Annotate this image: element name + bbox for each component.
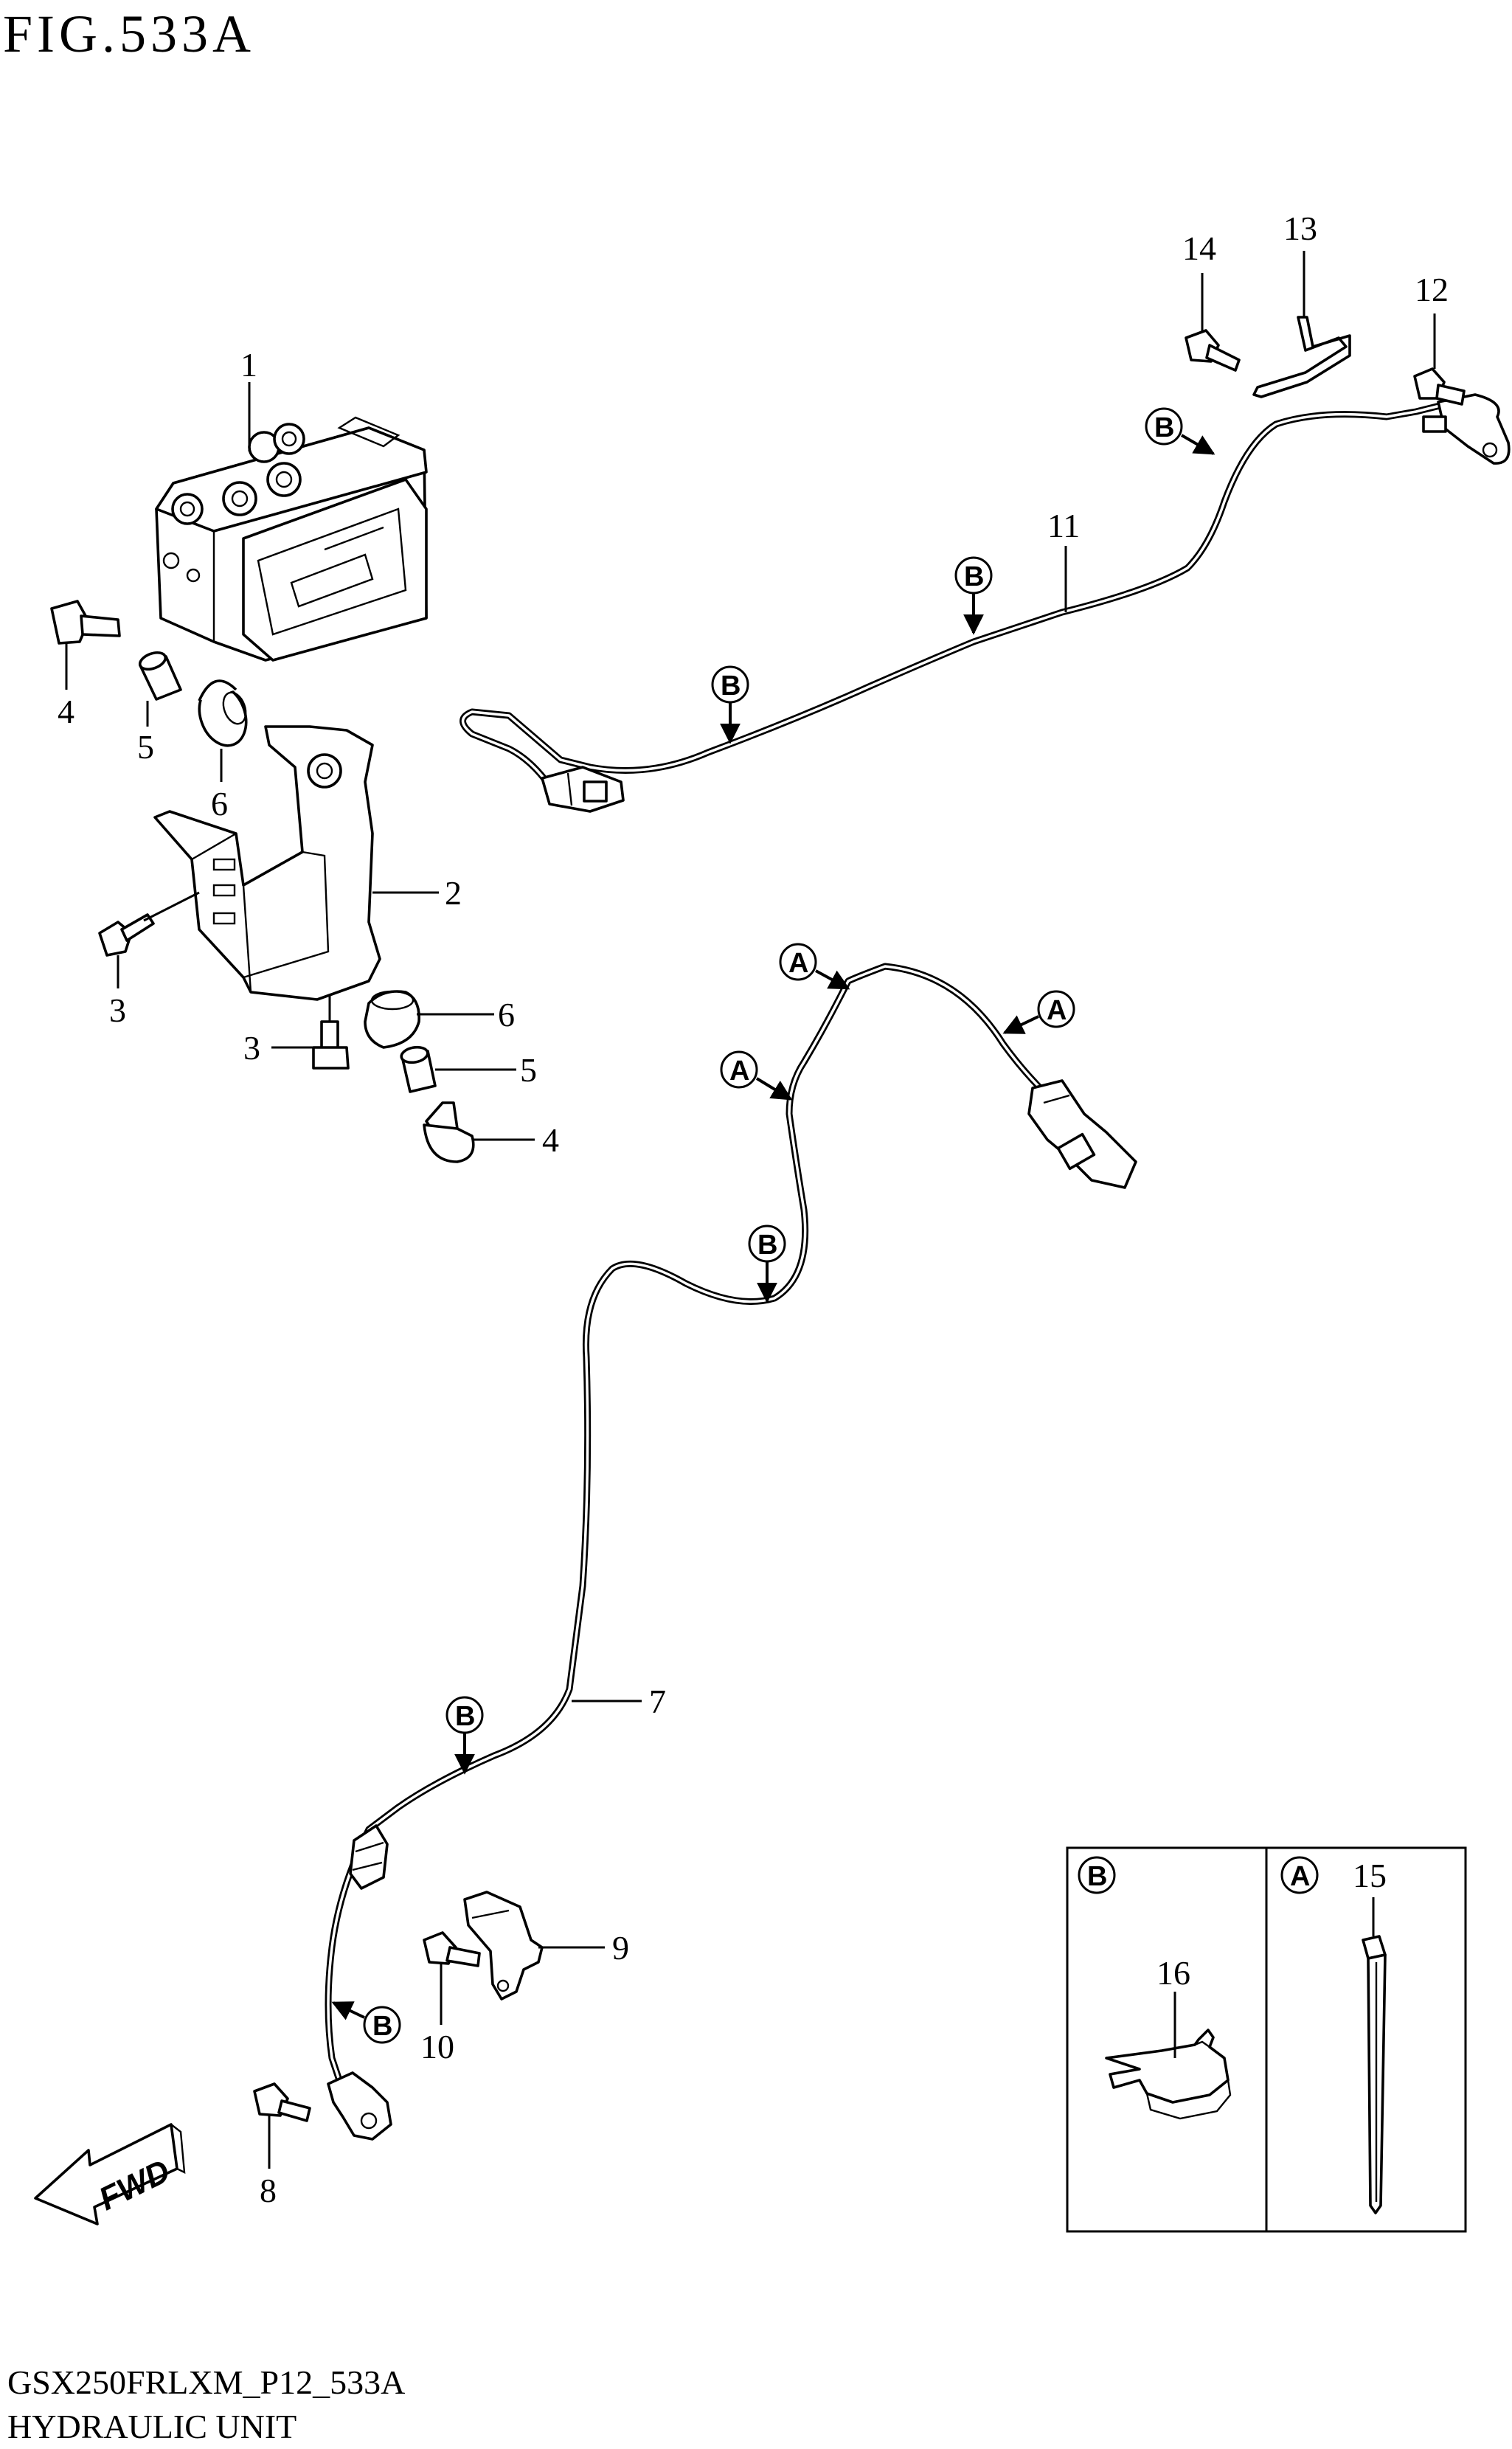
svg-text:B: B [757,1230,777,1261]
part-7-label: 7 [649,1683,666,1720]
svg-text:B: B [964,561,984,592]
routing-marker-a: A [720,1050,793,1101]
front-wire-connector [1027,1079,1137,1189]
part-6-lower-label: 6 [498,996,515,1033]
part-3-left-label: 3 [109,991,126,1029]
svg-text:A: A [788,948,808,979]
routing-marker-b: B [331,2001,401,2044]
part-4-lower-label: 4 [542,1121,559,1159]
part-5-upper-label: 5 [137,728,154,766]
part-14-label: 14 [1182,229,1216,267]
part-16-label: 16 [1156,1954,1190,1992]
routing-marker-b: B [954,556,993,635]
routing-marker-b: B [1145,407,1216,455]
cable-tie-part [1362,1935,1387,2214]
sensor-bracket-part [463,1891,544,2001]
collar-part [400,1045,437,1093]
bracket-part [153,725,381,1001]
hydraulic-unit-part [155,416,428,662]
part-6-upper-label: 6 [211,785,228,822]
svg-text:A: A [1047,995,1067,1026]
part-10-label: 10 [420,2028,454,2065]
bolt-part [312,1020,350,1070]
svg-text:B: B [1154,412,1174,443]
svg-text:B: B [1087,1861,1107,1892]
part-11-label: 11 [1047,507,1080,544]
part-3-lower-label: 3 [243,1029,260,1067]
wire-grommet [349,1824,389,1890]
part-5-lower-label: 5 [520,1051,537,1089]
svg-text:A: A [729,1056,749,1087]
bolt-part [423,1101,475,1163]
grommet-part [364,990,420,1049]
bolt-part [50,600,121,645]
part-13-label: 13 [1283,209,1317,247]
bolt-part [423,1931,481,1967]
part-8-label: 8 [260,2172,277,2209]
routing-marker-b: B [445,1696,484,1775]
part-15-label: 15 [1353,1857,1387,1894]
routing-marker-b: B [711,665,749,744]
svg-text:B: B [721,671,741,702]
bolt-part [1185,329,1241,372]
part-2-label: 2 [445,874,462,912]
part-9-label: 9 [612,1929,629,1967]
collar-part [138,651,182,701]
part-4-upper-label: 4 [58,693,74,730]
front-wheel-sensor [327,2071,392,2141]
part-12-label: 12 [1415,271,1449,308]
diagram-code: GSX250FRLXM_P12_533A [7,2363,405,2401]
bolt-part [1413,367,1466,406]
figure-title: FIG.533A [3,4,255,63]
routing-marker-b: B [748,1224,786,1303]
rear-wire-connector [541,766,625,813]
inset-marker-a: A [1280,1856,1319,1894]
bolt-part [98,913,155,957]
inset-marker-b: B [1078,1856,1116,1894]
bolt-part [253,2082,311,2122]
routing-marker-a: A [779,943,850,990]
routing-marker-a: A [1002,990,1075,1034]
part-1-label: 1 [240,346,257,384]
svg-text:B: B [372,2011,392,2042]
detail-inset [1066,1846,1467,2233]
rear-sensor-wire [460,401,1494,789]
svg-text:B: B [455,1701,475,1732]
svg-text:A: A [1290,1861,1310,1892]
clamp-part [1252,316,1351,398]
fwd-arrow: FWD [34,2123,186,2225]
rear-wheel-sensor [1422,393,1511,465]
diagram-name: HYDRAULIC UNIT [7,2408,296,2445]
grommet-part [198,679,248,747]
